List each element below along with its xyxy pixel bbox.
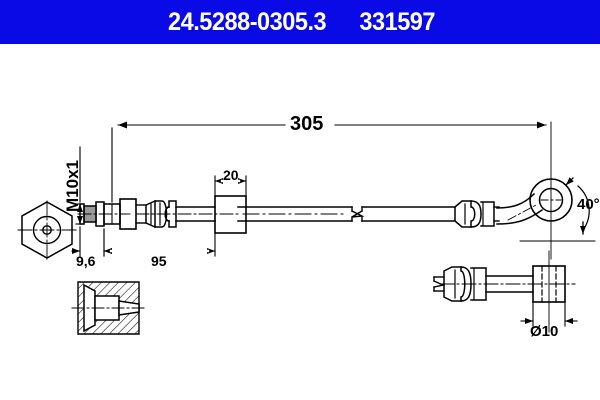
main-assembly-side-view [77,121,596,260]
reference-number-label: 331597 [359,7,435,36]
hose-break-symbol [351,206,365,222]
bracket-clip-block [214,195,247,234]
right-crimp-ferrule [454,200,500,228]
dimension-clip-width [214,175,247,197]
part-number-label: 24.5288-0305.3 [167,7,327,36]
technical-drawing-svg [17,121,596,335]
dimension-overall-length [111,121,547,203]
left-crimp-ferrule [145,199,177,229]
clip-width-label: 20 [223,167,239,183]
dimension-end-offset [71,226,113,257]
dimension-thread-size [75,146,85,225]
overall-length-label: 305 [290,113,324,135]
thread-size-label: M10x1 [63,160,82,212]
banjo-angle-label: 40° [577,196,600,213]
angle-indicator-40 [565,177,590,235]
end-offset-label: 9,6 [76,253,96,269]
dimension-eye-diameter [520,301,578,327]
end-fitting-detail-view [433,250,576,333]
bracket-section-detail [71,281,146,335]
eye-diameter-label: Ø10 [530,323,559,340]
clip-distance-label: 95 [151,253,167,269]
drawing-canvas: M10x1 305 20 9,6 95 40° Ø10 [0,44,600,400]
banjo-eye-fitting [496,178,573,225]
dimension-clip-distance [103,228,216,257]
detail-break-symbol [433,276,446,292]
hex-nut-end-view [17,200,77,261]
header-bar: 24.5288-0305.3 331597 [0,0,600,44]
